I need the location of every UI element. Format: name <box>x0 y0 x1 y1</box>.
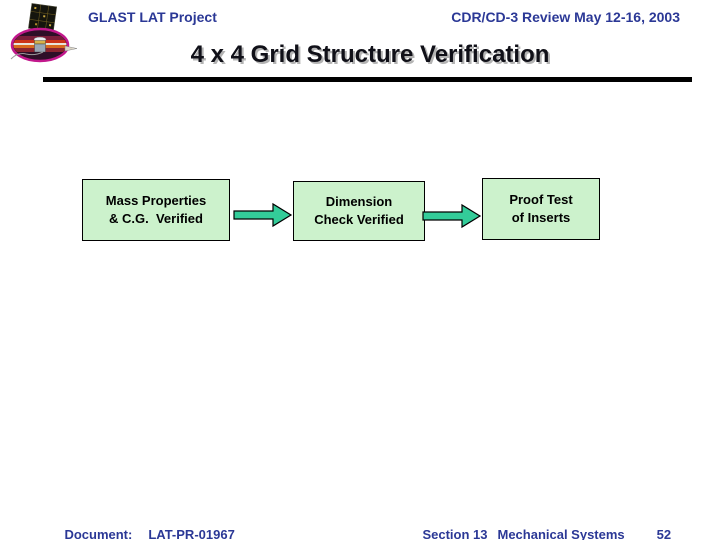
section-title: Mechanical Systems <box>497 527 625 540</box>
flow-box-label: Dimension <box>325 194 393 210</box>
flow-box-label: of Inserts <box>511 210 571 225</box>
logo-ellipse <box>10 27 78 63</box>
flow-arrow-icon <box>422 203 482 229</box>
document-label: Document: <box>64 527 133 540</box>
review-date-label: CDR/CD-3 Review May 12-16, 2003 <box>451 9 680 25</box>
flow-arrow-icon <box>233 202 293 228</box>
flow-box-proof-test: Proof Test of Inserts <box>482 178 600 240</box>
footer-section: Section 13 Mechanical Systems 52 <box>408 512 671 540</box>
flow-box-dimension-check: Dimension Check Verified <box>293 181 425 241</box>
flow-box-mass-properties: Mass Properties & C.G. Verified <box>82 179 230 241</box>
flow-box-label: Check Verified <box>314 212 404 227</box>
slide-title: 4 x 4 Grid Structure Verification <box>190 41 550 68</box>
page-number: 52 <box>656 527 672 540</box>
title-divider <box>43 77 692 82</box>
flow-arrow <box>422 203 482 229</box>
footer-document: Document: LAT-PR-01967 <box>50 512 235 540</box>
flow-box-label: Mass Properties <box>105 193 207 209</box>
section-label: Section 13 <box>422 527 488 540</box>
document-number: LAT-PR-01967 <box>148 527 235 540</box>
logo-solar-panel <box>28 3 58 33</box>
glast-mission-logo-icon <box>10 3 78 63</box>
flow-box-label: & C.G. Verified <box>109 211 203 226</box>
project-name: GLAST LAT Project <box>88 9 217 25</box>
flow-box-label: Proof Test <box>509 192 573 208</box>
flow-arrow <box>233 202 293 228</box>
